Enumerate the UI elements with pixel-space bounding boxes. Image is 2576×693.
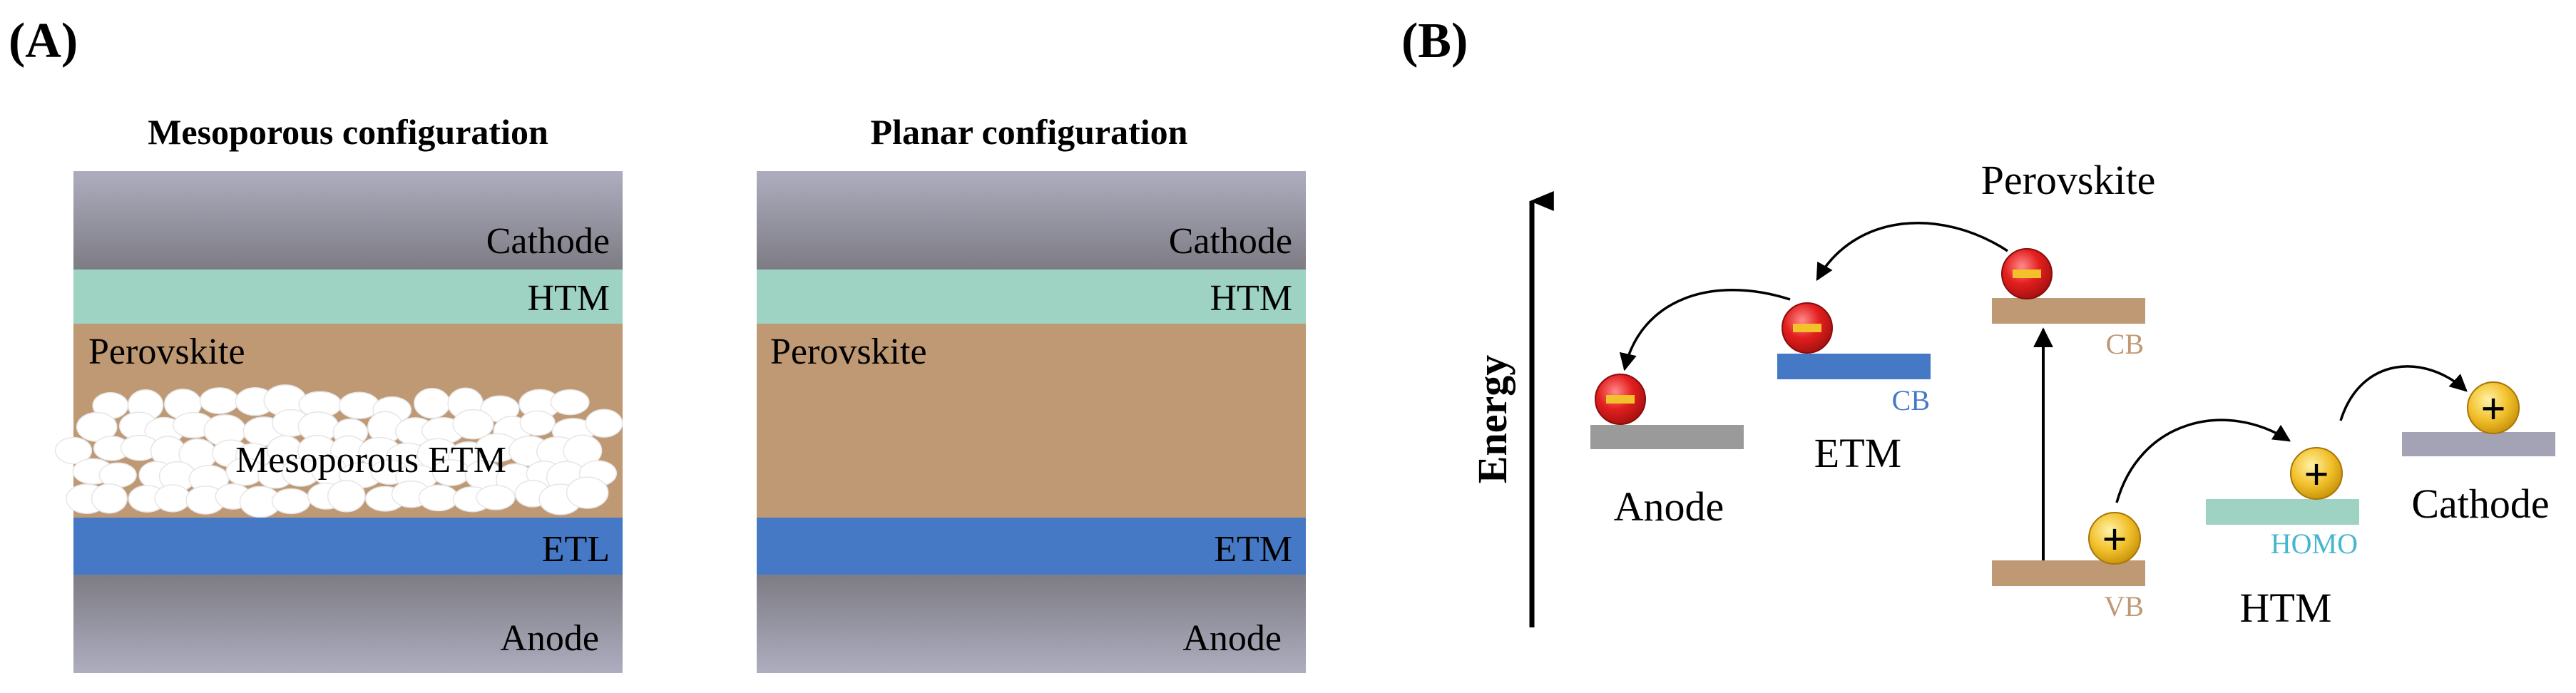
etm-particle [566,476,609,509]
etm-particle [585,409,623,438]
planar-etm-label: ETM [1214,529,1292,570]
mesoporous-htm-label: HTM [527,278,610,319]
etm-particle [199,387,240,414]
etm-particle [476,485,516,510]
planar-htm-layer [757,270,1306,324]
hole-sign: + [2480,385,2505,433]
perovskite-cb-label: CB [2106,328,2144,360]
planar-etm-layer [757,518,1306,575]
etm-particle [154,484,191,513]
cathode-level [2402,432,2555,456]
perovskite-cb-level [1992,298,2145,324]
etm-level-label: ETM [1814,430,1901,476]
electron-on-etm-cb [1782,302,1833,354]
htm-level-label: HTM [2240,585,2332,631]
mesoporous-etm-particles [54,384,623,518]
mesoporous-etl-label: ETL [542,529,610,570]
planar-cathode-layer [757,171,1306,270]
etm-particle [54,436,93,465]
etm-cb-label: CB [1892,384,1930,416]
perovskite-vb-label: VB [2104,590,2144,622]
anode-level [1590,425,1744,449]
anode-level-label: Anode [1614,483,1724,530]
mesoporous-etl-layer [73,518,623,575]
electron-transfer-arrow-etm-to-anode [1619,289,1791,371]
planar-perovskite-label: Perovskite [770,332,927,372]
perovskite-vb-level [1992,560,2145,586]
mesoporous-cathode-layer [73,171,623,270]
etm-particle [327,480,366,513]
hole-on-cathode: + [2467,381,2520,434]
htm-homo-label: HOMO [2271,528,2358,560]
etm-particle [550,389,590,416]
planar-cathode-label: Cathode [1169,221,1292,262]
panel-label-b: (B) [1401,14,1468,68]
etm-particle [452,409,494,440]
etm-particle [338,391,380,419]
hole-transfer-arrow-htm-to-cathode [2339,365,2468,421]
hole-sign: + [2304,451,2329,499]
hole-on-htm: + [2290,447,2343,500]
mesoporous-cathode-label: Cathode [486,221,610,262]
mesoporous-anode-label: Anode [500,618,599,659]
electron-on-perovskite-cb [2001,248,2053,299]
etm-particle [414,388,451,419]
mesoporous-title: Mesoporous configuration [148,112,548,152]
mesoporous-stack: Mesoporous configuration Cathode HTM Per… [54,112,623,673]
etm-particle [91,483,128,514]
electron-on-anode [1595,374,1646,425]
planar-title: Planar configuration [871,112,1188,152]
mesoporous-perovskite-label: Perovskite [88,332,245,372]
etm-particle [519,410,556,436]
perovskite-level-title: Perovskite [1981,157,2156,203]
planar-perovskite-layer [757,324,1306,518]
hole-transfer-arrow-vb-to-htm [2115,419,2291,503]
planar-anode-label: Anode [1182,618,1282,659]
planar-anode-layer [757,575,1306,673]
mesoporous-htm-layer [73,270,623,324]
cathode-level-label: Cathode [2411,481,2549,527]
etm-particle [418,484,459,512]
etm-particle [271,488,311,515]
electron-transfer-arrow-cb-to-etm [1816,221,2008,282]
energy-diagram: Energy Anode CB ETM Perovskite CB VB HOM… [1469,157,2555,631]
planar-stack: Planar configuration Cathode HTM Perovsk… [757,112,1306,673]
etm-cb-level [1777,354,1931,379]
htm-homo-level [2206,499,2359,525]
panel-label-a: (A) [9,14,78,68]
etm-particle [98,462,137,488]
hole-on-perovskite-vb: + [2088,512,2141,565]
planar-htm-label: HTM [1210,278,1292,319]
mesoporous-etm-label: Mesoporous ETM [235,440,506,481]
energy-axis-label: Energy [1469,355,1516,483]
mesoporous-anode-layer [73,575,623,673]
hole-sign: + [2102,515,2127,564]
